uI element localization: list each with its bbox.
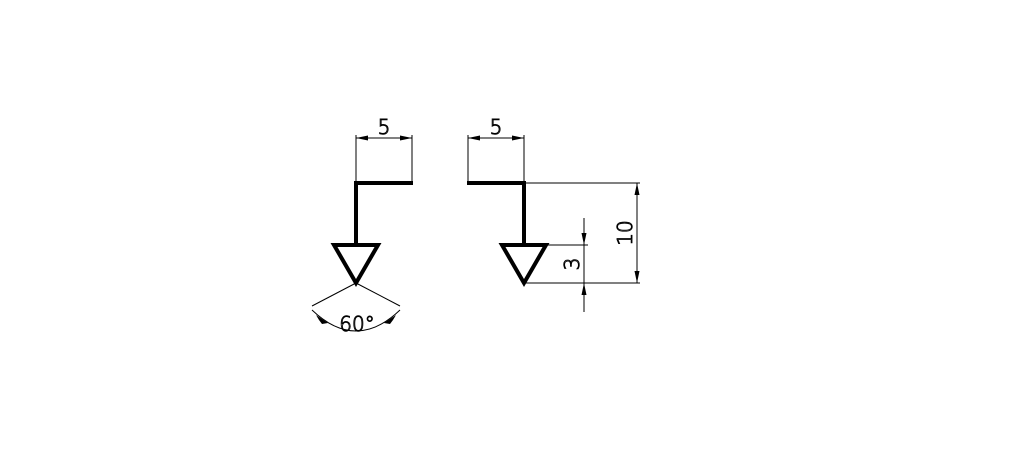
right-triangle-arrowhead-bottom — [581, 283, 587, 295]
left-width-label: 5 — [378, 115, 391, 139]
left-symbol-stem — [354, 181, 413, 245]
left-angle-line-1 — [311, 282, 357, 307]
left-symbol-triangle — [330, 243, 382, 287]
left-arrowhead-left — [356, 135, 368, 141]
left-width-dimension: 5 — [355, 115, 413, 181]
right-triangle-height-label: 3 — [560, 258, 584, 271]
left-angle-line-2 — [355, 282, 401, 307]
left-angle-label: 60° — [339, 312, 374, 336]
left-angle-arc — [311, 309, 401, 332]
right-symbol-stem — [467, 181, 526, 245]
right-total-arrowhead-bottom — [634, 271, 640, 283]
left-arrowhead-right — [400, 135, 412, 141]
right-total-arrowhead-top — [634, 183, 640, 195]
right-symbol: 5 3 10 — [467, 115, 640, 312]
right-width-dimension: 5 — [467, 115, 525, 181]
right-arrowhead-right — [512, 135, 524, 141]
right-symbol-triangle — [498, 243, 550, 287]
left-symbol: 5 60° — [311, 115, 413, 336]
left-angle-dimension: 60° — [311, 282, 401, 336]
left-angle-arrowhead-right — [384, 315, 396, 324]
right-triangle-height-dimension: 3 — [526, 218, 640, 312]
left-angle-arrowhead-left — [316, 315, 328, 324]
right-arrowhead-left — [468, 135, 480, 141]
right-triangle-arrowhead-top — [581, 233, 587, 245]
right-width-label: 5 — [490, 115, 503, 139]
right-total-height-label: 10 — [613, 220, 637, 245]
right-total-height-dimension: 10 — [526, 182, 640, 283]
